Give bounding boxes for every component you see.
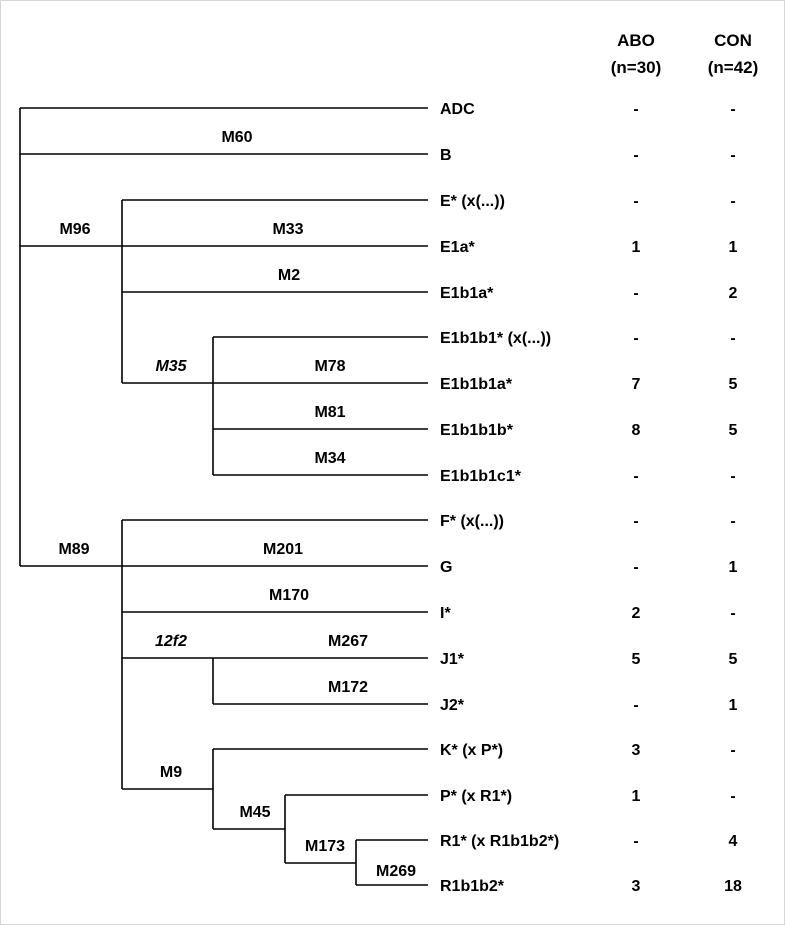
haplogroup-label-J2: J2* (440, 697, 465, 714)
haplogroup-label-E1b1b1a: E1b1b1a* (440, 376, 513, 393)
header-con-n: (n=42) (708, 58, 759, 77)
abo-count-E-star: - (633, 193, 638, 210)
marker-M45: M45 (239, 804, 270, 821)
marker-M172: M172 (328, 679, 368, 696)
marker-M60: M60 (221, 129, 252, 146)
abo-count-P: 1 (632, 788, 641, 805)
abo-count-K: 3 (632, 742, 641, 759)
con-count-E1b1b1b: 5 (729, 422, 738, 439)
header-abo: ABO (617, 31, 655, 50)
marker-M96: M96 (59, 221, 90, 238)
haplogroup-label-E-star: E* (x(...)) (440, 193, 505, 210)
abo-count-E1a: 1 (632, 239, 641, 256)
haplogroup-label-ADC: ADC (440, 101, 475, 118)
haplogroup-label-E1b1a: E1b1a* (440, 285, 494, 302)
con-count-G: 1 (729, 559, 738, 576)
haplogroup-label-F-star: F* (x(...)) (440, 513, 504, 530)
abo-count-G: - (633, 559, 638, 576)
haplogroup-label-B: B (440, 147, 452, 164)
abo-count-B: - (633, 147, 638, 164)
abo-count-J2: - (633, 697, 638, 714)
con-count-J1: 5 (729, 651, 738, 668)
con-count-F-star: - (730, 513, 735, 530)
abo-count-I: 2 (632, 605, 641, 622)
abo-count-E1b1b1: - (633, 330, 638, 347)
haplogroup-label-E1b1b1b: E1b1b1b* (440, 422, 514, 439)
abo-count-R1: - (633, 833, 638, 850)
marker-M267: M267 (328, 633, 368, 650)
abo-count-J1: 5 (632, 651, 641, 668)
marker-M173: M173 (305, 838, 345, 855)
con-count-I: - (730, 605, 735, 622)
header-abo-n: (n=30) (611, 58, 662, 77)
tree-branches (19, 107, 428, 886)
marker-M78: M78 (314, 358, 345, 375)
marker-M33: M33 (272, 221, 303, 238)
marker-M34: M34 (314, 450, 345, 467)
marker-12f2: 12f2 (155, 633, 187, 650)
abo-count-E1b1a: - (633, 285, 638, 302)
marker-M89: M89 (58, 541, 89, 558)
haplogroup-label-P: P* (x R1*) (440, 788, 512, 805)
con-count-E-star: - (730, 193, 735, 210)
abo-count-R1b1b2: 3 (632, 878, 641, 895)
haplogroup-label-J1: J1* (440, 651, 465, 668)
marker-M2: M2 (278, 267, 300, 284)
con-count-E1a: 1 (729, 239, 738, 256)
abo-count-E1b1b1c1: - (633, 468, 638, 485)
con-count-P: - (730, 788, 735, 805)
marker-M9: M9 (160, 764, 182, 781)
marker-M170: M170 (269, 587, 309, 604)
haplogroup-label-R1b1b2: R1b1b2* (440, 878, 505, 895)
con-count-ADC: - (730, 101, 735, 118)
con-count-J2: 1 (729, 697, 738, 714)
con-count-E1b1b1: - (730, 330, 735, 347)
con-count-E1b1b1a: 5 (729, 376, 738, 393)
con-count-E1b1b1c1: - (730, 468, 735, 485)
abo-count-F-star: - (633, 513, 638, 530)
marker-M81: M81 (314, 404, 345, 421)
marker-M269: M269 (376, 863, 416, 880)
con-count-R1b1b2: 18 (724, 878, 742, 895)
haplogroup-label-E1b1b1: E1b1b1* (x(...)) (440, 330, 551, 347)
con-count-E1b1a: 2 (729, 285, 738, 302)
marker-M201: M201 (263, 541, 303, 558)
abo-count-ADC: - (633, 101, 638, 118)
header-con: CON (714, 31, 752, 50)
haplogroup-label-R1: R1* (x R1b1b2*) (440, 833, 559, 850)
con-count-B: - (730, 147, 735, 164)
marker-M35: M35 (155, 358, 187, 375)
abo-count-E1b1b1b: 8 (632, 422, 641, 439)
con-count-K: - (730, 742, 735, 759)
abo-count-E1b1b1a: 7 (632, 376, 641, 393)
haplogroup-label-I: I* (440, 605, 451, 622)
haplogroup-label-E1a: E1a* (440, 239, 475, 256)
con-count-R1: 4 (729, 833, 738, 850)
haplogroup-label-G: G (440, 559, 452, 576)
haplogroup-label-K: K* (x P*) (440, 742, 503, 759)
haplogroup-label-E1b1b1c1: E1b1b1c1* (440, 468, 522, 485)
